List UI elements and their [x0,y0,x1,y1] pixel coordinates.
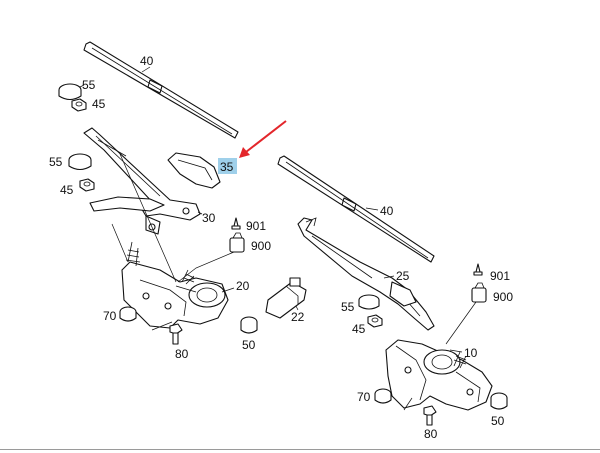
grommet-55-right[interactable] [358,294,380,310]
pointer-arrow [239,120,287,158]
wiper-blade-left[interactable] [83,41,239,139]
clip-22[interactable] [265,277,307,319]
label-50-left: 50 [242,338,256,352]
bolt-80-right[interactable] [423,405,437,426]
nut-45-lower[interactable] [79,178,95,192]
label-30: 30 [202,211,216,225]
nut-45-right[interactable] [367,314,383,328]
wiper-blade-right[interactable] [277,155,435,263]
label-55-lower: 55 [49,155,63,169]
label-901-right: 901 [490,269,510,283]
label-80-left: 80 [175,347,189,361]
label-70-left: 70 [103,309,117,323]
label-10: 10 [464,346,478,360]
label-25: 25 [396,269,410,283]
bottom-divider [0,449,600,450]
part-900-left[interactable] [229,232,245,253]
label-20: 20 [236,279,250,293]
wiper-arm-25[interactable] [297,217,435,331]
nut-45-upper[interactable] [71,98,87,112]
label-50-right: 50 [491,414,505,428]
cap-50-right[interactable] [490,392,508,410]
grommet-70-right[interactable] [374,388,392,404]
wiper-motor-left-20[interactable] [121,241,229,329]
cover-35[interactable] [167,152,221,189]
part-900-right[interactable] [471,282,487,303]
label-45-lower: 45 [60,183,74,197]
label-900-left: 900 [251,239,271,253]
label-55-upper: 55 [82,78,96,92]
linkage-30[interactable] [83,127,201,235]
grommet-55-lower[interactable] [68,153,92,171]
label-901-left: 901 [246,219,266,233]
screw-901-right[interactable] [473,263,483,276]
label-22: 22 [291,310,305,324]
leader-40a [141,66,151,73]
label-40-right: 40 [380,204,394,218]
label-40-left: 40 [140,54,154,68]
label-45-right: 45 [352,322,366,336]
grommet-70-left[interactable] [119,306,137,322]
label-900-right: 900 [493,290,513,304]
grommet-55-upper[interactable] [58,83,82,101]
label-35[interactable]: 35 [220,160,234,174]
screw-901-left[interactable] [231,217,241,230]
bolt-80-left[interactable] [169,323,183,345]
highlight-35 [218,158,237,174]
label-45-upper: 45 [92,97,106,111]
label-70-right: 70 [357,390,371,404]
label-55-right: 55 [341,300,355,314]
wiper-motor-right-10[interactable] [385,339,493,411]
cap-50-left[interactable] [240,316,258,334]
label-80-right: 80 [424,427,438,441]
